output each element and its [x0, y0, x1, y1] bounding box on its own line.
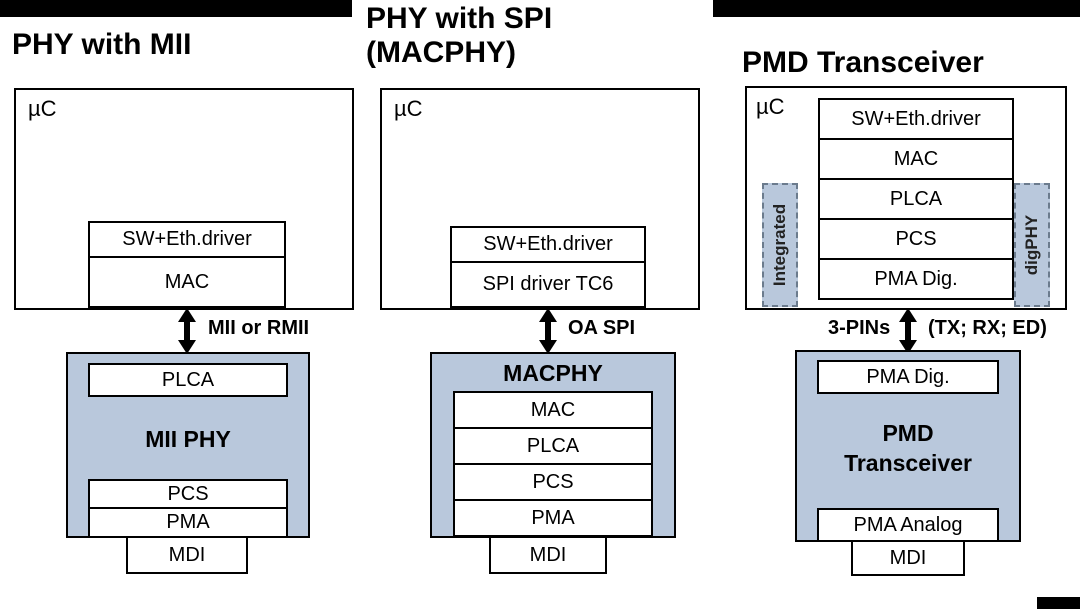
col2-pma-box: PMA [453, 499, 653, 537]
col1-pcs-box: PCS [88, 479, 288, 509]
col2-phy-name: MACPHY [503, 360, 603, 386]
col2-pcs-box: PCS [453, 463, 653, 501]
col1-sw-eth-driver-box: SW+Eth.driver [88, 221, 286, 258]
col3-phy-name: PMD Transceiver [795, 418, 1021, 478]
col3-pma-analog-box: PMA Analog [817, 508, 999, 542]
col1-mac-box: MAC [88, 256, 286, 308]
col2-microcontroller-label: µC [394, 96, 423, 121]
col3-pma-dig-lower-box: PMA Dig. [817, 360, 999, 394]
col1-plca-box: PLCA [88, 363, 288, 397]
col2-title: PHY with SPI (MACPHY) [366, 2, 552, 70]
col3-microcontroller-label: µC [756, 94, 785, 119]
col3-signals-label: (TX; RX; ED) [928, 317, 1047, 339]
col2-sw-eth-driver-box: SW+Eth.driver [450, 226, 646, 263]
col1-pma-box: PMA [88, 507, 288, 538]
col3-integrated-label: Integrated [770, 203, 789, 287]
col2-title-line1: PHY with SPI [366, 2, 553, 35]
col2-spi-double-arrow-icon [539, 308, 557, 354]
bottom-bar-right [1037, 597, 1080, 609]
col2-mdi-box: MDI [489, 536, 607, 574]
col3-digphy-label: digPHY [1022, 214, 1042, 276]
col1-title: PHY with MII [12, 28, 192, 61]
col2-interface-label: OA SPI [568, 317, 636, 339]
col3-digphy-tag: digPHY [1014, 183, 1050, 307]
col3-mdi-box: MDI [851, 540, 965, 576]
col3-pins-label: 3-PINs [828, 317, 891, 339]
col3-phy-name-line1: PMD [882, 420, 934, 446]
col2-title-line2: (MACPHY) [366, 36, 516, 69]
col3-phy-name-line2: Transceiver [844, 450, 972, 476]
top-bar-left [0, 0, 352, 17]
col1-mdi-box: MDI [126, 536, 248, 574]
col3-sw-eth-driver-box: SW+Eth.driver [818, 98, 1014, 140]
col3-mac-box: MAC [818, 138, 1014, 180]
col3-pma-dig-upper-box: PMA Dig. [818, 258, 1014, 300]
col3-pcs-box: PCS [818, 218, 1014, 260]
col2-spi-driver-box: SPI driver TC6 [450, 261, 646, 308]
col2-mac-box: MAC [453, 391, 653, 429]
col1-interface-label: MII or RMII [208, 317, 310, 339]
col3-plca-box: PLCA [818, 178, 1014, 220]
col3-pins-double-arrow-icon [899, 308, 917, 354]
col1-microcontroller-label: µC [28, 96, 57, 121]
col3-title: PMD Transceiver [742, 46, 984, 79]
col2-plca-box: PLCA [453, 427, 653, 465]
col3-integrated-tag: Integrated [762, 183, 798, 307]
top-bar-right [713, 0, 1080, 17]
col1-phy-name: MII PHY [145, 426, 231, 452]
col1-mii-double-arrow-icon [178, 308, 196, 354]
